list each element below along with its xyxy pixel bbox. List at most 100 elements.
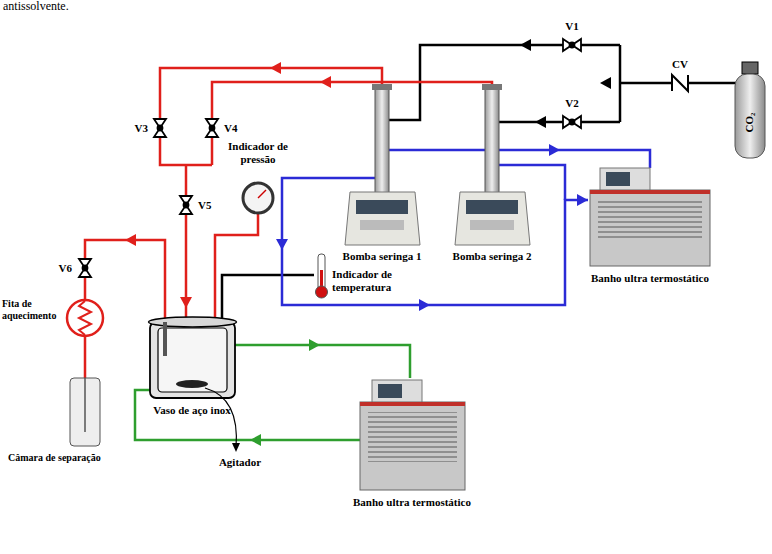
syringe-pump bbox=[482, 84, 502, 90]
jacket-line bbox=[235, 345, 410, 378]
arrowhead bbox=[270, 62, 281, 74]
co2-cylinder bbox=[735, 74, 765, 158]
valve-label: V6 bbox=[59, 262, 72, 275]
valve-symbol bbox=[563, 116, 581, 128]
component-label: Fita de aquecimento bbox=[2, 298, 64, 322]
check-valve bbox=[671, 74, 689, 92]
syringe-pump bbox=[375, 88, 389, 194]
co2-line bbox=[222, 45, 750, 322]
valve-symbol bbox=[206, 119, 218, 137]
syringe-pump bbox=[345, 84, 420, 245]
valve-label: V4 bbox=[224, 122, 237, 135]
arrowhead bbox=[276, 239, 288, 250]
valve-symbol bbox=[210, 126, 215, 131]
valve-label: CV bbox=[672, 58, 688, 71]
component-label: Vaso de aço inox bbox=[153, 404, 231, 417]
valve-label: V5 bbox=[198, 199, 211, 212]
cooling-line bbox=[282, 178, 588, 305]
thermostatic-bath bbox=[598, 198, 702, 238]
arrowhead bbox=[320, 76, 331, 88]
syringe-pump bbox=[356, 200, 408, 214]
pressure-gauge bbox=[243, 183, 273, 213]
pressure-gauge bbox=[258, 190, 266, 198]
equipment-label: Banho ultra termostático bbox=[591, 272, 709, 285]
co2-cylinder bbox=[742, 62, 758, 74]
thermostatic-bath bbox=[360, 402, 465, 490]
valve-symbol bbox=[180, 196, 192, 214]
thermometer bbox=[318, 254, 325, 290]
arrowhead bbox=[180, 297, 192, 308]
arrowhead bbox=[125, 234, 136, 246]
thermostatic-bath bbox=[590, 168, 710, 266]
syringe-pump bbox=[455, 192, 530, 245]
stainless-vessel bbox=[176, 380, 208, 388]
caption-fragment: antissolvente. bbox=[3, 0, 69, 13]
valve-symbol bbox=[206, 119, 218, 137]
thermometer bbox=[316, 286, 328, 298]
thermostatic-bath bbox=[360, 402, 465, 406]
heating-tape bbox=[79, 301, 91, 335]
stainless-vessel bbox=[158, 328, 227, 392]
instrument-label: Indicador de temperatura bbox=[332, 268, 412, 294]
component-label: Câmara de separação bbox=[8, 452, 101, 464]
thermostatic-bath bbox=[590, 190, 710, 194]
valve-symbol bbox=[154, 119, 166, 137]
arrowhead bbox=[520, 39, 531, 51]
arrowhead bbox=[600, 77, 611, 89]
valve-symbol bbox=[563, 39, 581, 51]
arrowhead bbox=[419, 299, 430, 311]
check-valve bbox=[671, 74, 689, 92]
check-valve bbox=[672, 75, 688, 91]
stainless-vessel bbox=[149, 317, 237, 398]
valve-symbol bbox=[570, 43, 575, 48]
thermostatic-bath bbox=[590, 190, 710, 266]
equipment-label: Banho ultra termostático bbox=[353, 496, 471, 509]
arrowhead bbox=[250, 434, 261, 446]
valve-symbol bbox=[563, 116, 581, 128]
arrowhead bbox=[125, 62, 331, 308]
thermostatic-bath bbox=[378, 384, 402, 398]
thermostatic-bath bbox=[360, 380, 465, 490]
arrowhead bbox=[577, 194, 588, 206]
syringe-pump bbox=[360, 220, 404, 230]
instrument-label: Indicador de pressão bbox=[220, 140, 296, 166]
process-line bbox=[85, 68, 492, 378]
syringe-pump bbox=[372, 84, 392, 90]
thermostatic-bath bbox=[600, 168, 650, 192]
valve-symbol bbox=[79, 39, 581, 277]
valve-label: V3 bbox=[135, 122, 148, 135]
syringe-pump bbox=[485, 88, 499, 194]
arrowhead bbox=[276, 144, 588, 311]
equipment-label: Bomba seringa 1 bbox=[343, 250, 422, 263]
arrowhead bbox=[535, 116, 546, 128]
heating-tape bbox=[67, 300, 103, 336]
separation-chamber bbox=[70, 378, 100, 446]
process-line bbox=[212, 82, 492, 165]
co2-line bbox=[222, 275, 314, 322]
separation-chamber bbox=[84, 378, 86, 432]
valve-label: V2 bbox=[565, 97, 578, 110]
valve-symbol bbox=[83, 266, 88, 271]
valve-symbol bbox=[158, 126, 163, 131]
thermostatic-bath bbox=[606, 172, 630, 186]
valve-label: V1 bbox=[565, 20, 578, 33]
co2-cylinder bbox=[735, 62, 765, 158]
arrowhead bbox=[520, 39, 611, 128]
syringe-pump bbox=[470, 220, 514, 230]
cylinder-label: CO₂ bbox=[744, 113, 757, 133]
thermostatic-bath bbox=[372, 380, 422, 404]
thermostatic-bath bbox=[368, 412, 457, 462]
separation-chamber bbox=[70, 378, 100, 446]
valve-symbol bbox=[180, 196, 192, 214]
stainless-vessel bbox=[163, 322, 167, 356]
syringe-pump bbox=[466, 200, 518, 214]
agitator-pointer bbox=[232, 443, 240, 452]
agitator-pointer bbox=[205, 388, 240, 452]
component-label: Agitador bbox=[219, 456, 261, 469]
valve-symbol bbox=[79, 259, 91, 277]
arrowhead bbox=[549, 144, 560, 156]
valve-symbol bbox=[563, 39, 581, 51]
valve-symbol bbox=[154, 119, 166, 137]
arrowhead bbox=[250, 339, 320, 446]
agitator-pointer bbox=[205, 388, 236, 448]
